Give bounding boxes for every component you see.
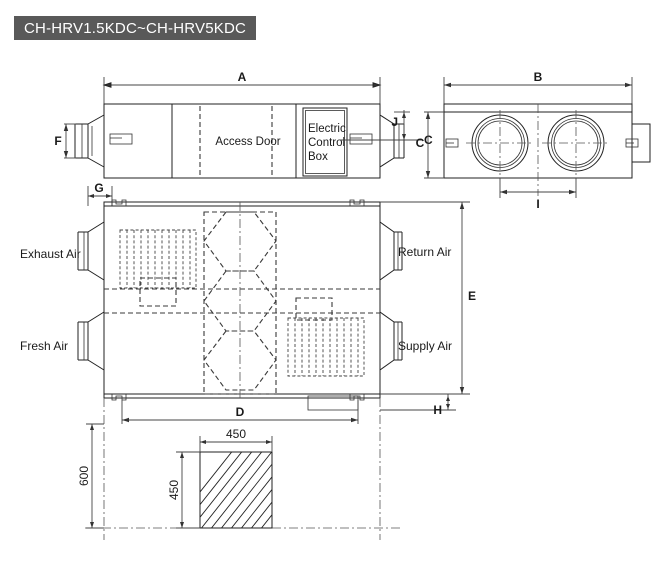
dimension-a: A <box>102 70 382 104</box>
dimension-450-height: 450 <box>167 451 200 529</box>
base-detail: 450 450 600 <box>77 398 400 540</box>
heat-exchanger-core <box>203 202 277 398</box>
dimension-f: F <box>54 123 76 159</box>
dimension-b-label: B <box>534 70 543 84</box>
page-title-text: CH-HRV1.5KDC~CH-HRV5KDC <box>24 19 247 37</box>
electric-control-box-line-2: Control <box>308 137 345 149</box>
dimension-c-front-label: C <box>424 133 433 147</box>
port-label-fresh-air: Fresh Air <box>20 339 68 353</box>
dimension-g-label: G <box>94 181 103 195</box>
dimension-c-side-label: C <box>416 136 425 150</box>
front-left-tab <box>109 133 133 145</box>
front-view: A Access Door Electric Control Box <box>54 70 433 206</box>
dimension-i-label: I <box>536 197 539 211</box>
page-title: CH-HRV1.5KDC~CH-HRV5KDC <box>14 16 257 40</box>
dimension-450-width-label: 450 <box>226 427 246 441</box>
dimension-i: I <box>499 178 577 211</box>
electric-control-box <box>302 107 348 177</box>
dimension-g: G <box>87 181 113 206</box>
dimension-j: J <box>391 110 410 140</box>
base-hatched-square <box>199 451 273 529</box>
electric-control-box-inner <box>305 110 345 174</box>
port-label-supply-air: Supply Air <box>398 339 452 353</box>
side-fan-right <box>542 110 610 178</box>
dimension-450-width: 450 <box>199 427 273 452</box>
side-right-boss <box>631 123 651 163</box>
dimension-e: E <box>380 201 476 395</box>
filter-supply <box>287 317 365 377</box>
plan-body-outline <box>103 201 381 399</box>
dimension-h: H <box>380 394 456 417</box>
filter-exhaust <box>119 229 197 289</box>
port-collar-exhaust <box>77 221 105 281</box>
side-view: B <box>416 70 651 211</box>
port-collar-supply <box>379 311 403 371</box>
port-label-exhaust-air: Exhaust Air <box>20 247 81 261</box>
dimension-e-label: E <box>468 289 476 303</box>
dimension-600: 600 <box>77 423 104 529</box>
access-door-label: Access Door <box>215 136 280 148</box>
dimension-b: B <box>443 70 633 104</box>
mount-bracket-bottom-right <box>349 394 365 401</box>
dimension-600-label: 600 <box>77 466 91 486</box>
fan-motor-exhaust <box>139 277 177 307</box>
dimension-a-label: A <box>238 70 247 84</box>
port-collar-return <box>379 221 403 281</box>
dimension-f-label: F <box>54 134 61 148</box>
dimension-d: D <box>121 400 359 424</box>
dimension-d-label: D <box>236 405 245 419</box>
mount-bracket-bottom-left <box>111 394 127 401</box>
mount-bracket-top-right <box>349 199 365 206</box>
mount-bracket-top-left <box>111 199 127 206</box>
electric-control-box-line-1: Electric <box>308 123 346 135</box>
front-body-outline <box>103 103 381 179</box>
dimension-c-side: C <box>416 111 444 179</box>
plan-view: Exhaust Air Fresh Air Return Air Supply … <box>20 199 476 424</box>
port-label-return-air: Return Air <box>398 245 451 259</box>
dimension-h-label: H <box>433 403 442 417</box>
front-left-collar <box>74 114 105 168</box>
side-fan-left <box>466 110 534 178</box>
dimension-450-height-label: 450 <box>167 480 181 500</box>
fan-motor-supply <box>295 297 333 321</box>
port-collar-fresh <box>77 311 105 371</box>
front-right-tab <box>349 133 373 145</box>
dimension-c-front: C <box>340 133 433 147</box>
electric-control-box-line-3: Box <box>308 151 328 163</box>
dimension-j-label: J <box>391 115 398 129</box>
